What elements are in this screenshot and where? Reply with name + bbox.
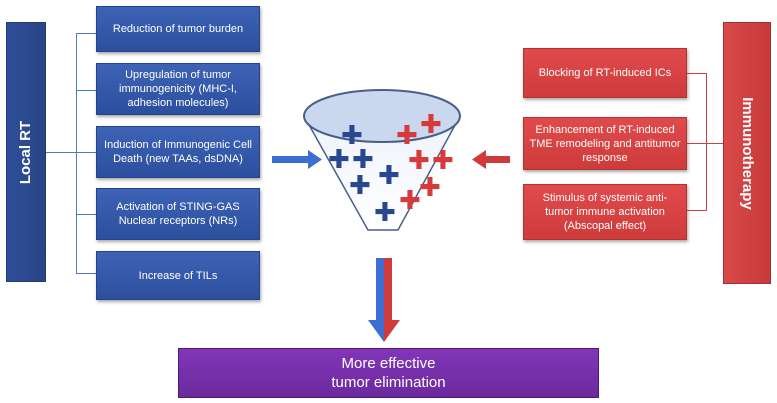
red-plus-icon: ✚ [419,173,441,203]
rt-effect-box-4: Activation of STING-GAS Nuclear receptor… [96,188,260,240]
down-arrow [368,258,400,342]
blue-plus-icon: ✚ [352,145,374,175]
right-branch-1 [687,73,707,74]
immunotherapy-bar: Immunotherapy [723,22,771,284]
right-connector-horizontal [706,143,723,144]
left-branch-4 [76,214,96,215]
immuno-effect-box-1: Blocking of RT-induced ICs [523,48,687,98]
right-branch-3 [687,210,707,211]
red-plus-icon: ✚ [420,110,442,140]
local-rt-title: Local RT [17,120,35,184]
rt-effect-box-2: Upregulation of tumor immunogenicity (MH… [96,63,260,115]
immunotherapy-title: Immunotherapy [738,96,756,210]
red-plus-icon: ✚ [432,146,454,176]
blue-plus-icon: ✚ [374,198,396,228]
outcome-box: More effective tumor elimination [178,348,599,398]
red-plus-icon: ✚ [396,121,418,151]
rt-effect-box-3: Induction of Immunogenic Cell Death (new… [96,126,260,178]
outcome-line-1: More effective [341,355,436,372]
red-arrow-left [472,150,510,169]
left-branch-2 [76,90,96,91]
blue-plus-icon: ✚ [341,121,363,151]
funnel-rim [303,89,461,143]
local-rt-bar: Local RT [6,22,46,282]
left-connector-horizontal [46,152,76,153]
blue-arrow-right [272,150,322,169]
right-connector-vertical [706,73,707,211]
left-branch-5 [76,273,96,274]
right-branch-2 [687,143,707,144]
left-connector-vertical [76,33,77,273]
left-branch-1 [76,33,96,34]
immuno-effect-box-2: Enhancement of RT-induced TME remodeling… [523,117,687,170]
immuno-effect-box-3: Stimulus of systemic anti-tumor immune a… [523,184,687,240]
red-plus-icon: ✚ [408,146,430,176]
rt-effect-box-5: Increase of TILs [96,251,260,300]
blue-plus-icon: ✚ [328,145,350,175]
left-branch-3 [76,152,96,153]
blue-plus-icon: ✚ [349,171,371,201]
red-plus-icon: ✚ [399,186,421,216]
funnel-diagram [272,89,510,342]
rt-effect-box-1: Reduction of tumor burden [96,6,260,52]
blue-plus-icon: ✚ [378,161,400,191]
outcome-line-2: tumor elimination [331,374,446,391]
